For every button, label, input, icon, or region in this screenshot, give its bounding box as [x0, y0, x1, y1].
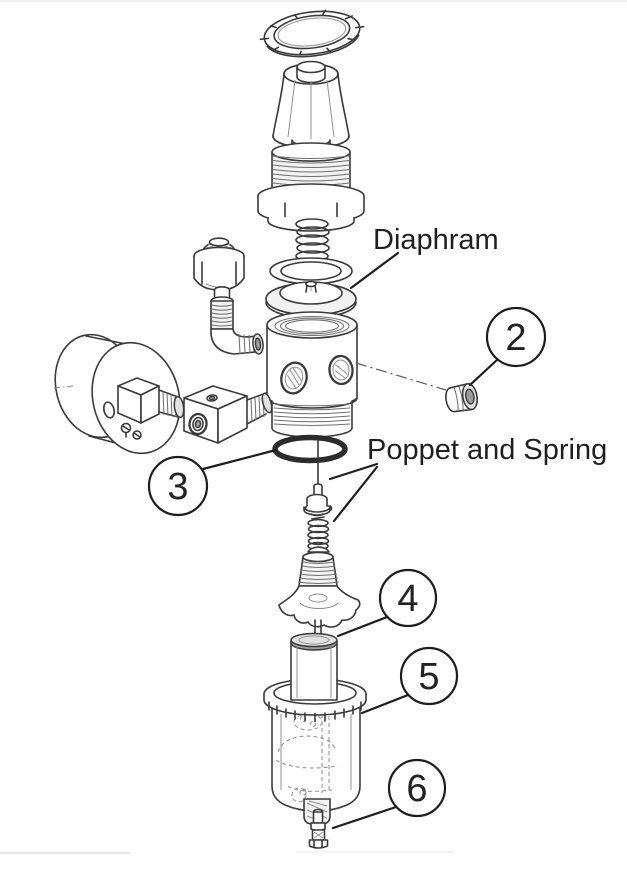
block-fitting-part [183, 385, 273, 444]
callout-5-number: 5 [418, 656, 439, 698]
callout-3: 3 [147, 448, 278, 517]
poppet-spring-part [307, 516, 330, 551]
filter-element-part [290, 632, 338, 701]
drain-valve-part [308, 808, 329, 849]
elbow-fitting-part [210, 285, 264, 355]
pressure-gauge-part [53, 333, 185, 455]
callout-3-circle [147, 455, 209, 517]
o-ring-part [272, 434, 348, 464]
callout-4: 4 [336, 568, 438, 638]
poppet-part [303, 493, 333, 517]
callout-4-leader [336, 615, 389, 638]
poppet-leader-line [328, 462, 379, 481]
callout-4-number: 4 [397, 578, 418, 620]
lock-ring-part [259, 9, 365, 58]
hex-nut-part [193, 237, 245, 291]
callout-2: 2 [468, 306, 547, 387]
callout-6-leader [331, 805, 398, 830]
diaphragm-leader-line [349, 251, 400, 290]
callout-5-leader [360, 693, 410, 715]
callout-5-circle [399, 646, 459, 706]
callout-2-number: 2 [505, 317, 526, 359]
diaphragm-callout: Diaphram [349, 224, 499, 290]
callout-6: 6 [331, 758, 447, 830]
callout-2-circle [485, 306, 547, 368]
pressure-spring-part [295, 218, 330, 262]
filter-bowl-part [271, 705, 361, 825]
diaphragm-label: Diaphram [373, 224, 499, 256]
adjustment-knob-part [272, 60, 350, 153]
valve-seat-part [278, 546, 361, 643]
callout-6-circle [387, 758, 447, 818]
spring-leader-line [332, 465, 379, 523]
diaphragm-part [265, 280, 357, 319]
spring-washer-part [269, 257, 353, 285]
callout-6-number: 6 [406, 768, 427, 810]
plug-part [445, 383, 478, 413]
callout-5: 5 [360, 646, 459, 715]
poppet-and-spring-label: Poppet and Spring [367, 434, 607, 466]
plug-centerline [355, 362, 447, 391]
poppet-stem-part [313, 439, 323, 498]
callout-2-leader [468, 357, 500, 387]
regulator-body-part [266, 311, 358, 438]
callout-4-circle [378, 568, 438, 628]
bonnet-part [257, 142, 365, 232]
callout-3-number: 3 [167, 466, 188, 508]
callout-3-leader [201, 448, 278, 471]
poppet-spring-callout: Poppet and Spring [328, 434, 607, 523]
